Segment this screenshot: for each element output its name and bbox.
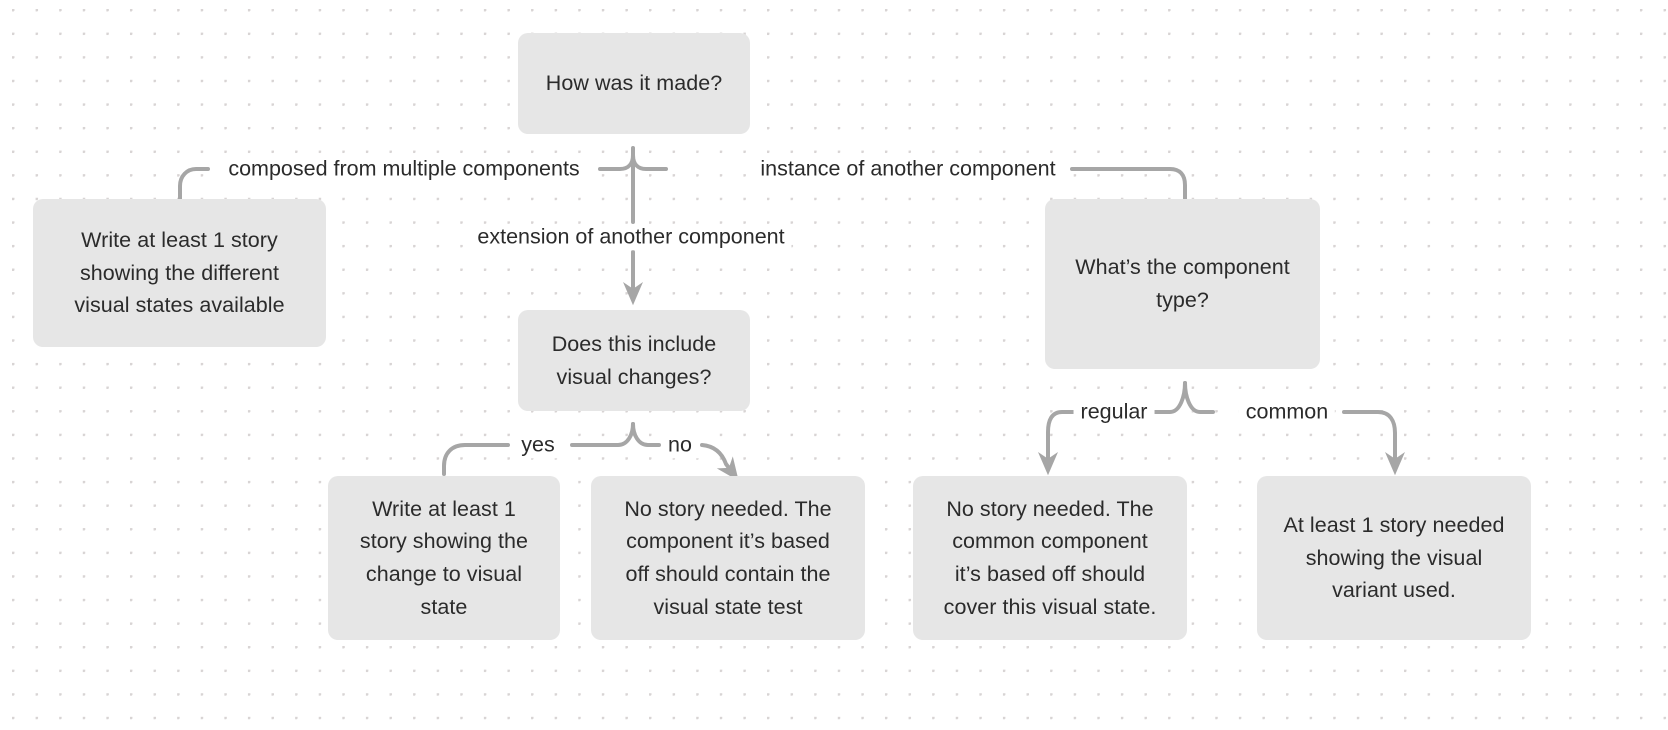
node-label: No story needed. The common component it… (943, 496, 1157, 619)
node-label: Does this include visual changes? (551, 331, 717, 389)
node-label: Write at least 1 story showing the diffe… (74, 227, 285, 318)
node-write-story-change-visual-state[interactable]: Write at least 1 story showing the chang… (328, 476, 560, 640)
edge-label-instance-of-another-component: instance of another component (753, 156, 1063, 182)
node-does-this-include-visual-changes[interactable]: Does this include visual changes? (518, 310, 750, 411)
node-write-story-visual-states[interactable]: Write at least 1 story showing the diffe… (33, 199, 326, 347)
edge-label-no: no (661, 432, 699, 458)
edge-label-composed-from-multiple-components: composed from multiple components (221, 156, 587, 182)
node-label: Write at least 1 story showing the chang… (359, 496, 529, 619)
node-label: At least 1 story needed showing the visu… (1283, 512, 1505, 603)
node-label: No story needed. The component it’s base… (624, 496, 832, 619)
node-at-least-one-story-variant[interactable]: At least 1 story needed showing the visu… (1257, 476, 1531, 640)
node-how-was-it-made[interactable]: How was it made? (518, 33, 750, 134)
node-whats-the-component-type[interactable]: What’s the component type? (1045, 199, 1320, 369)
node-no-story-based-off-component[interactable]: No story needed. The component it’s base… (591, 476, 865, 640)
edge-label-extension-of-another-component: extension of another component (470, 224, 792, 250)
node-label: What’s the component type? (1075, 255, 1290, 312)
edge-label-common: common (1238, 399, 1336, 425)
edge-label-yes: yes (514, 432, 562, 458)
node-no-story-common-component[interactable]: No story needed. The common component it… (913, 476, 1187, 640)
edge-label-regular: regular (1073, 399, 1155, 425)
node-label: How was it made? (545, 71, 723, 96)
